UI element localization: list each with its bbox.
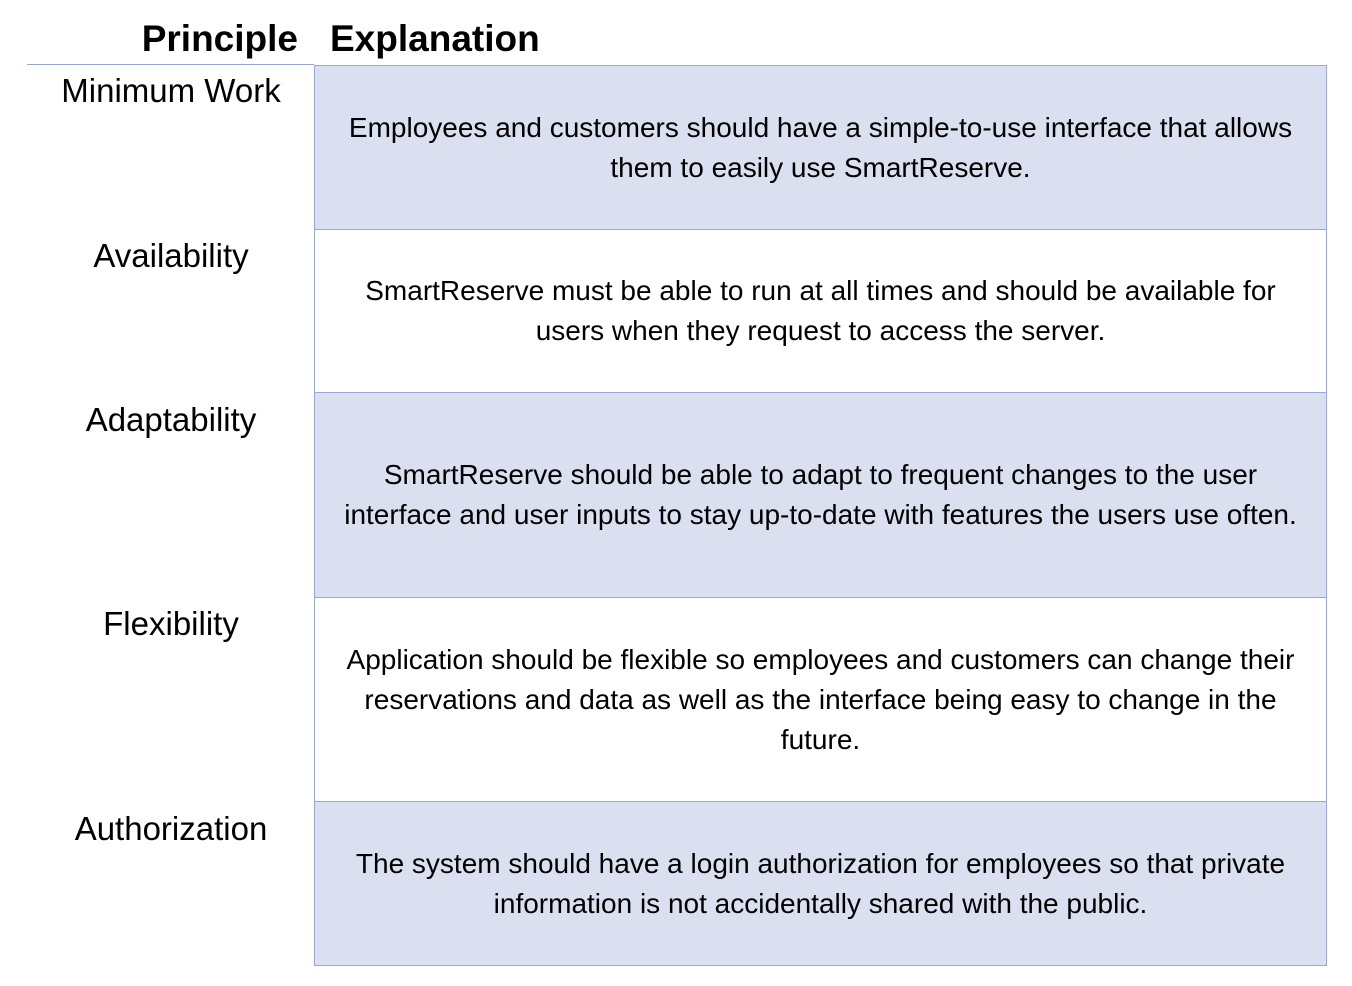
explanation-text: SmartReserve must be able to run at all … <box>365 275 1276 346</box>
explanation-cell: The system should have a login authoriza… <box>314 801 1327 966</box>
explanation-cell: Employees and customers should have a si… <box>314 65 1327 230</box>
explanation-text: SmartReserve should be able to adapt to … <box>344 459 1297 530</box>
table-row-availability: Availability SmartReserve must be able t… <box>28 228 1327 394</box>
explanation-cell: SmartReserve must be able to run at all … <box>314 228 1327 394</box>
explanation-text: Employees and customers should have a si… <box>348 111 1293 183</box>
explanation-column-header: Explanation <box>330 18 540 59</box>
table-row-minimum-work: Minimum Work Employees and customers sho… <box>28 65 1327 230</box>
principles-table: Minimum Work Employees and customers sho… <box>28 65 1327 966</box>
principle-cell: Minimum Work <box>61 72 281 109</box>
explanation-cell: Application should be flexible so employ… <box>314 596 1327 803</box>
explanation-text: Application should be flexible so employ… <box>346 643 1295 755</box>
principle-cell: Availability <box>93 237 249 274</box>
header-divider <box>27 64 314 65</box>
table-row-adaptability: Adaptability SmartReserve should be able… <box>28 392 1327 598</box>
table-row-flexibility: Flexibility Application should be flexib… <box>28 596 1327 803</box>
principle-column-header: Principle <box>141 18 298 59</box>
principle-cell: Adaptability <box>85 400 257 438</box>
explanation-cell: SmartReserve should be able to adapt to … <box>314 392 1327 598</box>
principle-cell: Authorization <box>74 809 268 847</box>
principle-cell: Flexibility <box>103 605 239 642</box>
explanation-text: The system should have a login authoriza… <box>355 847 1286 919</box>
table-row-authorization: Authorization The system should have a l… <box>28 801 1327 966</box>
